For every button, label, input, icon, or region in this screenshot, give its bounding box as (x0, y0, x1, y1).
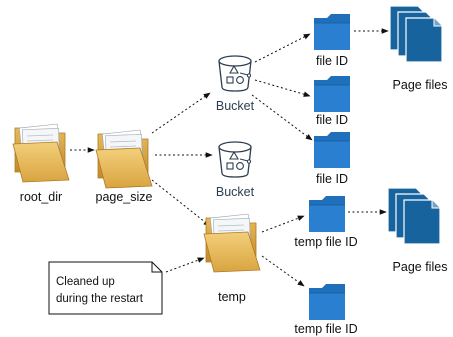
temp-folder-icon (203, 213, 261, 273)
folder-icon (313, 75, 351, 113)
folder-icon (313, 131, 351, 169)
arrow-temp-to-tempfileid-2 (261, 255, 305, 287)
bucket-label-2: Bucket (216, 185, 255, 199)
folder-icon (308, 195, 346, 233)
connector-arrows (70, 28, 389, 287)
root-dir-label: root_dir (20, 190, 62, 204)
folder-icon (308, 283, 346, 321)
page-files-icon (387, 187, 441, 245)
temp-file-id-label-2: temp file ID (294, 322, 357, 336)
folder-icon (313, 13, 351, 51)
root-dir-folder-icon (12, 123, 70, 183)
page-files-label-2: Page files (393, 260, 448, 274)
arrow-temp-to-tempfileid-1 (261, 215, 305, 233)
arrow-pagesize-to-bucket-1 (151, 92, 211, 134)
cleanup-note: Cleaned up during the restart (48, 261, 163, 315)
arrow-bucket-to-fileid-3 (251, 94, 313, 141)
arrow-note-to-temp (165, 257, 205, 273)
page-files-icon (389, 5, 443, 63)
note-line-2: during the restart (56, 293, 144, 305)
arrow-pagesize-to-temp (151, 179, 211, 227)
bucket-label-1: Bucket (216, 99, 255, 113)
page-size-label: page_size (96, 190, 153, 204)
file-id-label-3: file ID (316, 172, 348, 186)
arrow-bucket-to-fileid-2 (254, 79, 311, 97)
page-size-folder-icon (95, 129, 153, 189)
bucket-icon (218, 55, 252, 92)
temp-file-id-label-1: temp file ID (294, 235, 357, 249)
file-id-label-2: file ID (316, 113, 348, 127)
page-files-label-1: Page files (393, 78, 448, 92)
temp-label: temp (218, 290, 246, 304)
bucket-icon (218, 141, 252, 178)
note-line-1: Cleaned up (56, 276, 115, 288)
file-id-label-1: file ID (316, 54, 348, 68)
arrow-bucket-to-fileid-1 (254, 33, 311, 63)
